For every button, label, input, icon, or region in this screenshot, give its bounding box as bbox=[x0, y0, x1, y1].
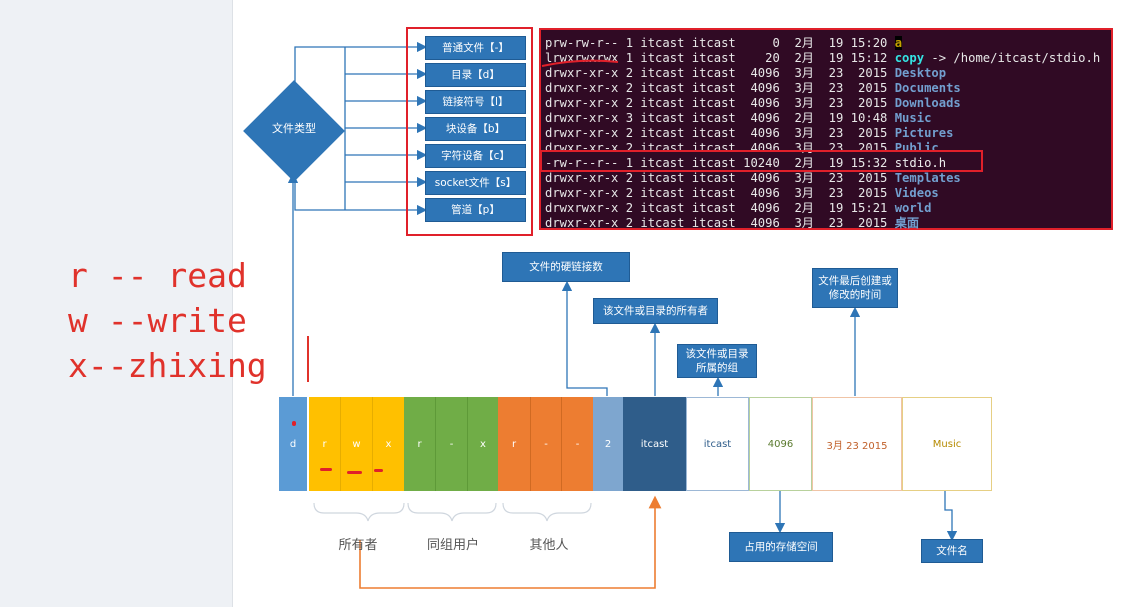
type-symlink: 链接符号【l】 bbox=[425, 90, 526, 114]
terminal-line: drwxr-xr-x 2 itcast itcast 4096 3月 23 20… bbox=[545, 96, 961, 110]
seg-other-r: r bbox=[498, 397, 530, 491]
seg-name: Music bbox=[902, 397, 992, 491]
text-cursor bbox=[307, 336, 309, 382]
callout-mtime: 文件最后创建或修改的时间 bbox=[812, 268, 898, 308]
annotation-mark bbox=[347, 471, 362, 474]
label-owner: 所有者 bbox=[338, 538, 378, 553]
callout-group: 该文件或目录所属的组 bbox=[677, 344, 757, 378]
seg-user: itcast bbox=[623, 397, 686, 491]
seg-owner-x: x bbox=[372, 397, 404, 491]
seg-group-x: x bbox=[467, 397, 498, 491]
type-directory: 目录【d】 bbox=[425, 63, 526, 87]
seg-type: d bbox=[279, 397, 307, 491]
terminal-line: drwxr-xr-x 2 itcast itcast 4096 3月 23 20… bbox=[545, 216, 920, 230]
seg-other-w: - bbox=[530, 397, 561, 491]
left-panel bbox=[0, 0, 232, 607]
seg-owner-r: r bbox=[309, 397, 340, 491]
seg-group-w: - bbox=[435, 397, 467, 491]
seg-links: 2 bbox=[593, 397, 623, 491]
callout-hardlinks: 文件的硬链接数 bbox=[502, 252, 630, 282]
callout-size: 占用的存储空间 bbox=[729, 532, 833, 562]
panel-divider bbox=[232, 0, 233, 607]
stdio-highlight bbox=[540, 150, 983, 172]
terminal-line: drwxr-xr-x 2 itcast itcast 4096 3月 23 20… bbox=[545, 126, 954, 140]
annotation-underline bbox=[541, 59, 619, 67]
entry-name: Desktop bbox=[894, 66, 947, 80]
terminal-line: drwxr-xr-x 2 itcast itcast 4096 3月 23 20… bbox=[545, 81, 961, 95]
type-pipe: 管道【p】 bbox=[425, 198, 526, 222]
entry-name: Downloads bbox=[894, 96, 961, 110]
entry-name: copy bbox=[894, 51, 925, 65]
annotation-mark bbox=[374, 469, 383, 472]
terminal-line: drwxr-xr-x 2 itcast itcast 4096 3月 23 20… bbox=[545, 66, 947, 80]
terminal-listing: prw-rw-r-- 1 itcast itcast 0 2月 19 15:20… bbox=[539, 28, 1113, 230]
terminal-line: prw-rw-r-- 1 itcast itcast 0 2月 19 15:20… bbox=[545, 36, 903, 50]
label-other: 其他人 bbox=[529, 538, 569, 553]
type-char-device: 字符设备【c】 bbox=[425, 144, 526, 168]
terminal-line: drwxr-xr-x 2 itcast itcast 4096 3月 23 20… bbox=[545, 186, 939, 200]
label-group: 同组用户 bbox=[426, 538, 479, 553]
entry-name: a bbox=[894, 36, 903, 50]
file-type-highlight bbox=[406, 27, 533, 236]
type-regular-file: 普通文件【-】 bbox=[425, 36, 526, 60]
annotation-mark bbox=[320, 468, 332, 471]
terminal-line: drwxr-xr-x 2 itcast itcast 4096 3月 23 20… bbox=[545, 171, 961, 185]
seg-date: 3月 23 2015 bbox=[812, 397, 902, 491]
terminal-line: -rw-r--r-- 1 itcast itcast 10240 2月 19 1… bbox=[545, 156, 947, 170]
entry-name: Documents bbox=[894, 81, 961, 95]
terminal-line: lrwxrwxrwx 1 itcast itcast 20 2月 19 15:1… bbox=[545, 51, 1101, 65]
entry-name: world bbox=[894, 201, 932, 215]
entry-name: Music bbox=[894, 111, 932, 125]
note-execute: x--zhixing bbox=[68, 346, 267, 385]
note-write: w --write bbox=[68, 301, 247, 340]
seg-size: 4096 bbox=[749, 397, 812, 491]
type-block-device: 块设备【b】 bbox=[425, 117, 526, 141]
seg-other-x: - bbox=[561, 397, 593, 491]
callout-filename: 文件名 bbox=[921, 539, 983, 563]
type-socket: socket文件【s】 bbox=[425, 171, 526, 195]
seg-owner-w: w bbox=[340, 397, 372, 491]
seg-group-name: itcast bbox=[686, 397, 749, 491]
note-read: r -- read bbox=[68, 256, 247, 295]
terminal-line: drwxr-xr-x 3 itcast itcast 4096 2月 19 10… bbox=[545, 111, 932, 125]
file-type-label: 文件类型 bbox=[272, 122, 316, 135]
entry-name: 桌面 bbox=[894, 216, 920, 230]
terminal-line: drwxrwxr-x 2 itcast itcast 4096 2月 19 15… bbox=[545, 201, 932, 215]
entry-name: Templates bbox=[894, 171, 961, 185]
seg-group-r: r bbox=[404, 397, 435, 491]
entry-name: Pictures bbox=[894, 126, 954, 140]
annotation-mark bbox=[292, 421, 296, 426]
entry-name: Videos bbox=[894, 186, 939, 200]
entry-name: stdio.h bbox=[894, 156, 947, 170]
callout-owner: 该文件或目录的所有者 bbox=[593, 298, 718, 324]
